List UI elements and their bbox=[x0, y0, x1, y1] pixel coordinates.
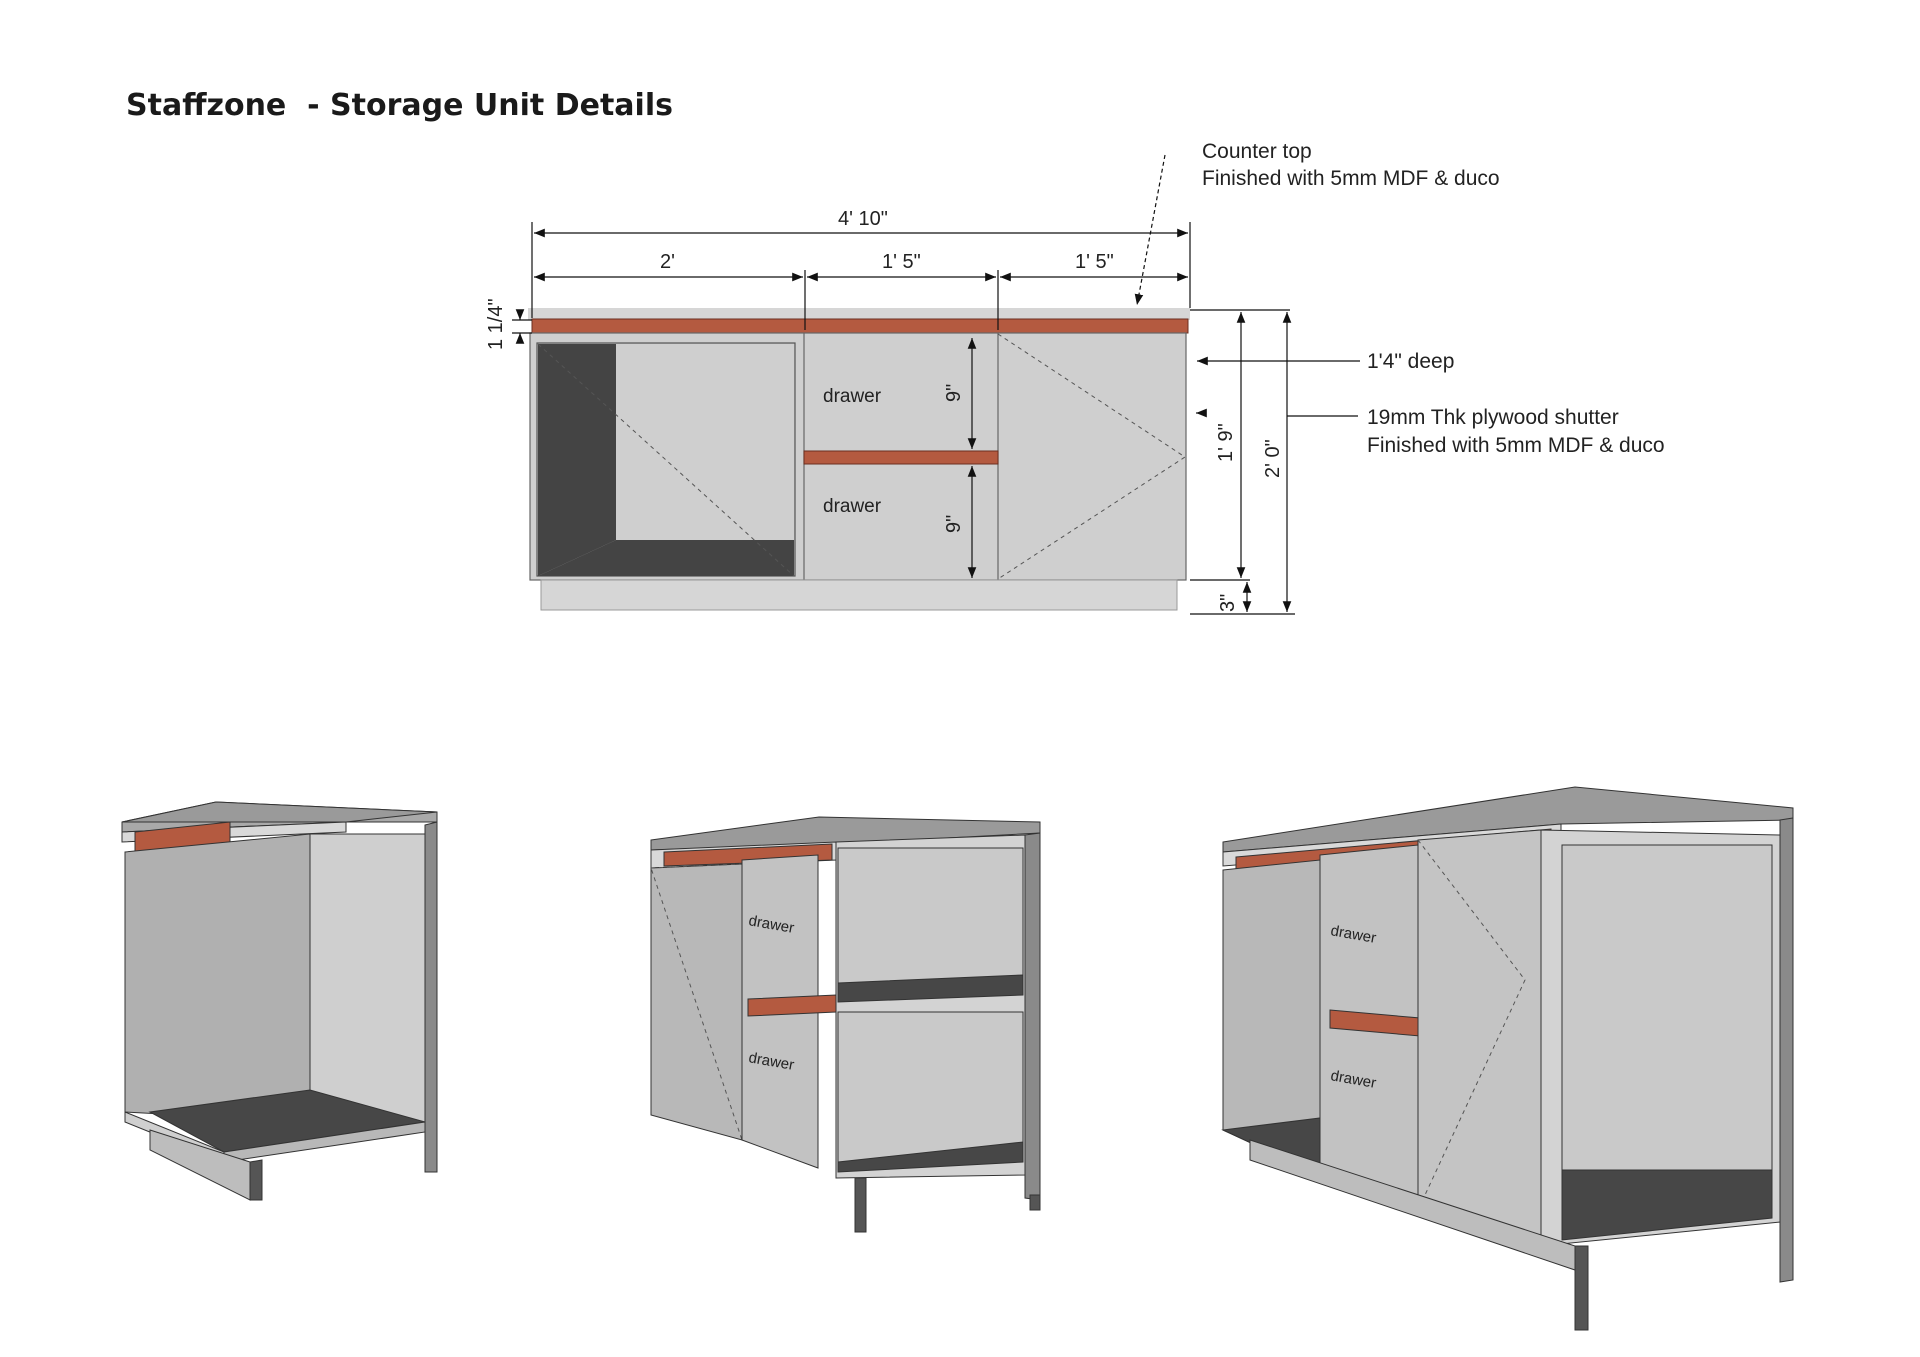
drawer-label-top: drawer bbox=[823, 386, 882, 407]
note-counter-top-2: Finished with 5mm MDF & duco bbox=[1202, 167, 1500, 190]
dim-overall: 4' 10" bbox=[838, 208, 888, 230]
dim-section-3: 1' 5" bbox=[1075, 251, 1114, 273]
view-open-cabinet bbox=[121, 801, 438, 1201]
plinth bbox=[540, 579, 1178, 611]
dim-total-height: 2' 0" bbox=[1262, 439, 1284, 478]
drawer-label-bottom: drawer bbox=[823, 496, 882, 517]
page-title: Staffzone - Storage Unit Details bbox=[126, 88, 673, 123]
counter-top-edge bbox=[531, 318, 1189, 334]
open-shelf-left-wall bbox=[538, 344, 616, 576]
view-drawer-cabinet: drawer drawer bbox=[650, 816, 1041, 1233]
dim-drawer-1: 9" bbox=[943, 384, 965, 402]
note-shutter-2: Finished with 5mm MDF & duco bbox=[1367, 434, 1665, 457]
note-depth: 1'4" deep bbox=[1367, 350, 1454, 373]
dim-top-thickness: 1 1/4" bbox=[485, 298, 507, 350]
dim-section-2: 1' 5" bbox=[882, 251, 921, 273]
dim-drawer-2: 9" bbox=[943, 515, 965, 533]
front-elevation: drawer drawer bbox=[528, 308, 1190, 611]
note-shutter-1: 19mm Thk plywood shutter bbox=[1367, 406, 1619, 429]
note-counter-top-1: Counter top bbox=[1202, 140, 1312, 163]
drawer-divider bbox=[803, 450, 999, 465]
open-shelf-bottom bbox=[538, 540, 794, 576]
shutter-opening-lines bbox=[997, 333, 1186, 580]
dim-plinth: 3" bbox=[1217, 594, 1239, 612]
counter-top bbox=[528, 308, 1190, 320]
dimensions bbox=[512, 154, 1360, 615]
dim-section-1: 2' bbox=[660, 251, 675, 273]
view-full-unit: drawer drawer bbox=[1221, 786, 1794, 1331]
dim-body-height: 1' 9" bbox=[1215, 423, 1237, 462]
open-shelf-back bbox=[616, 344, 794, 540]
